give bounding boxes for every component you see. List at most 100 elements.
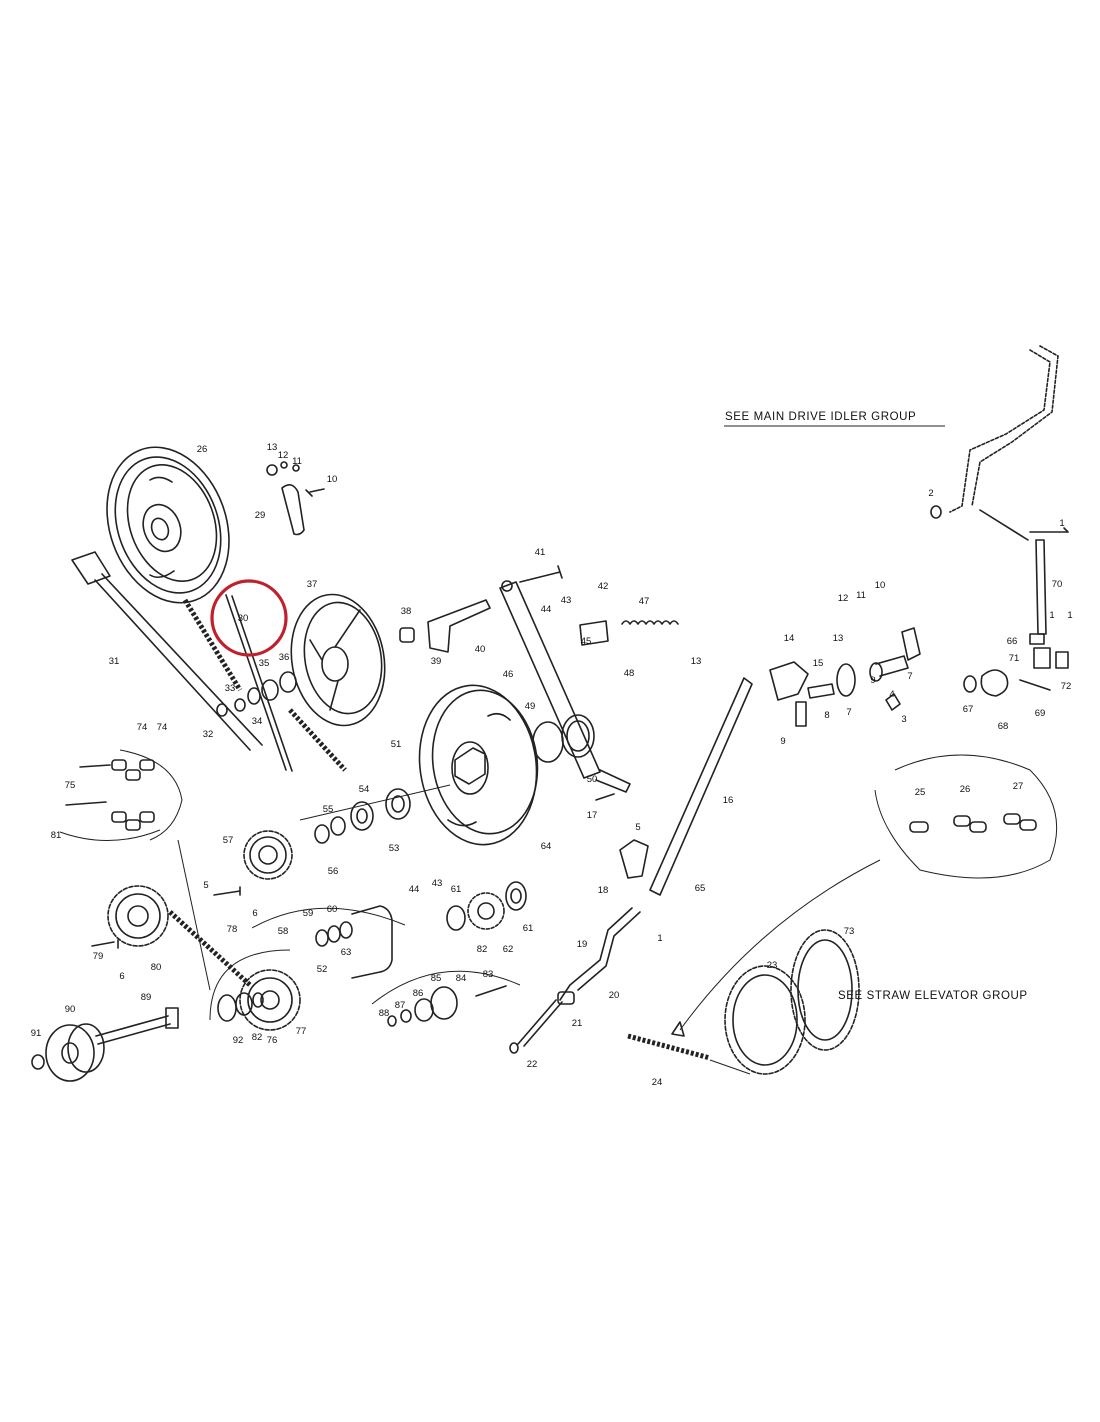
callout-42: 42 <box>598 581 609 592</box>
callout-9a: 9 <box>870 675 875 686</box>
callout-67: 67 <box>963 704 974 715</box>
callout-5: 5 <box>203 880 208 891</box>
callout-89: 89 <box>141 992 152 1003</box>
idler-arm <box>930 345 1059 541</box>
callout-1d: 1 <box>657 933 662 944</box>
callout-25: 25 <box>915 787 926 798</box>
callout-12b: 12 <box>838 593 849 604</box>
bracket-29 <box>266 461 325 536</box>
callout-90: 90 <box>65 1004 76 1015</box>
callout-83: 83 <box>483 969 494 980</box>
callout-53: 53 <box>389 843 400 854</box>
callout-7a: 7 <box>907 671 912 682</box>
callout-11: 11 <box>292 456 302 467</box>
callout-43b: 43 <box>432 878 443 889</box>
callout-46: 46 <box>503 669 514 680</box>
pulley-51 <box>418 684 539 846</box>
bolt-79 <box>91 939 119 949</box>
main-drive-note-text: SEE MAIN DRIVE IDLER GROUP <box>725 411 916 423</box>
callout-1b: 1 <box>1049 610 1054 621</box>
callout-79: 79 <box>93 951 104 962</box>
callout-9b: 9 <box>780 736 785 747</box>
callout-30: 30 <box>238 613 249 624</box>
shaft-line <box>299 784 451 821</box>
callout-77: 77 <box>296 1026 307 1037</box>
straw-elevator-note-text: SEE STRAW ELEVATOR GROUP <box>838 990 1028 1002</box>
callout-12: 12 <box>278 450 289 461</box>
callout-7b: 7 <box>846 707 851 718</box>
callout-54: 54 <box>359 784 370 795</box>
rod-19 <box>559 839 649 1001</box>
callout-15: 15 <box>813 658 824 669</box>
callout-55: 55 <box>323 804 334 815</box>
callout-45: 45 <box>581 636 592 647</box>
chain-24-tail <box>709 1059 751 1075</box>
callout-20: 20 <box>609 990 620 1001</box>
sprocket-77 <box>209 949 301 1031</box>
chain-24 <box>627 1033 711 1061</box>
callout-1a: 1 <box>1059 518 1064 529</box>
callout-33: 33 <box>225 683 236 694</box>
callout-47: 47 <box>639 596 650 607</box>
callout-4: 4 <box>889 689 894 700</box>
callout-85: 85 <box>431 973 442 984</box>
callout-60: 60 <box>327 904 338 915</box>
callout-17: 17 <box>587 810 598 821</box>
callout-57: 57 <box>223 835 234 846</box>
callout-22: 22 <box>527 1059 538 1070</box>
callout-82b: 82 <box>252 1032 263 1043</box>
callout-40: 40 <box>475 644 486 655</box>
callout-16: 16 <box>723 795 734 806</box>
chain-78 <box>168 910 252 987</box>
callout-32: 32 <box>203 729 214 740</box>
sprocket-23 <box>724 965 806 1075</box>
callout-44b: 44 <box>409 884 420 895</box>
callout-35: 35 <box>259 658 270 669</box>
bracket-38-39 <box>399 599 491 653</box>
callout-38: 38 <box>401 606 412 617</box>
belt-section-30 <box>182 598 243 692</box>
rod-16 <box>649 677 753 896</box>
callout-74b: 74 <box>157 722 168 733</box>
callout-10: 10 <box>327 474 338 485</box>
callout-43: 43 <box>561 595 572 606</box>
callout-91: 91 <box>31 1028 42 1039</box>
callout-52: 52 <box>317 964 328 975</box>
pulley-37 <box>290 593 386 727</box>
callout-78: 78 <box>227 924 238 935</box>
sprocket-82-61-62 <box>446 881 527 931</box>
callout-2: 2 <box>928 488 933 499</box>
straw-elevator-note: SEE STRAW ELEVATOR GROUP <box>838 990 1028 1002</box>
callout-80: 80 <box>151 962 162 973</box>
pulley-26 <box>106 446 230 604</box>
callout-5b: 5 <box>635 822 640 833</box>
callout-87: 87 <box>395 1000 406 1011</box>
callout-76: 76 <box>267 1035 278 1046</box>
arrow-to-24 <box>671 859 881 1037</box>
callout-48: 48 <box>624 668 635 679</box>
bolt-5 <box>213 886 241 896</box>
column-70 <box>1029 527 1069 669</box>
callout-36: 36 <box>279 652 290 663</box>
bracket-58-63 <box>251 905 406 979</box>
callout-61b: 61 <box>523 923 534 934</box>
callout-61a: 61 <box>451 884 462 895</box>
callout-81: 81 <box>51 830 62 841</box>
callout-74a: 74 <box>137 722 148 733</box>
callout-21: 21 <box>572 1018 583 1029</box>
callout-68: 68 <box>998 721 1009 732</box>
callout-51: 51 <box>391 739 402 750</box>
callout-73: 73 <box>844 926 855 937</box>
callout-65: 65 <box>695 883 706 894</box>
callout-66: 66 <box>1007 636 1018 647</box>
callout-71: 71 <box>1009 653 1020 664</box>
callout-labels: 26 13 12 11 10 29 30 31 37 35 36 33 34 3… <box>31 442 1073 1088</box>
sprocket-73 <box>790 929 860 1051</box>
chain-guide-line <box>177 839 211 991</box>
callout-44: 44 <box>541 604 552 615</box>
callout-13c: 13 <box>833 633 844 644</box>
roller-89-91 <box>31 1007 179 1082</box>
callout-6b: 6 <box>119 971 124 982</box>
chain-links-74-81 <box>59 749 183 842</box>
